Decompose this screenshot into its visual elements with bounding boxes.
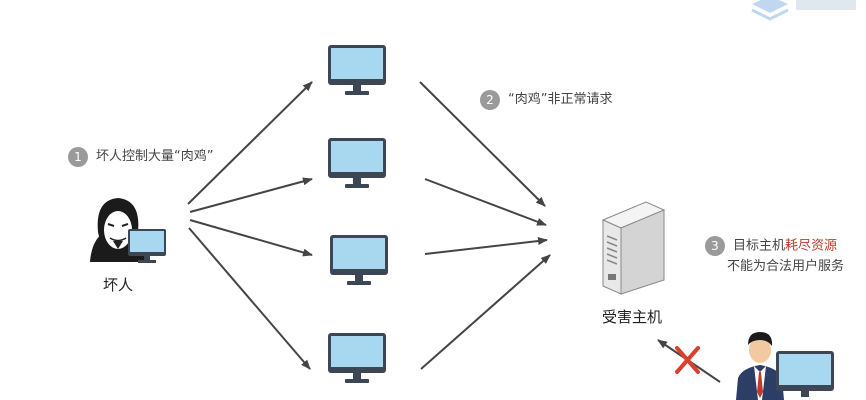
blocked-x-icon	[675, 346, 700, 374]
monitor-icon	[328, 333, 386, 383]
arrow-attacker-zombie-1	[187, 81, 313, 205]
target-label: 受害主机	[602, 308, 663, 326]
monitor-icon	[330, 235, 388, 285]
arrow-zombie-4-server	[420, 254, 551, 370]
monitor-icon	[776, 351, 834, 397]
arrow-attacker-zombie-4	[188, 227, 311, 370]
attack-arrows	[187, 81, 313, 370]
arrow-attacker-zombie-3	[189, 219, 313, 257]
step-1-label: 1 坏人控制大量“肉鸡”	[68, 145, 213, 167]
arrow-zombie-2-server	[424, 178, 547, 226]
arrow-attacker-zombie-2	[189, 177, 313, 213]
attacker-label: 坏人	[103, 276, 134, 294]
monitor-icon	[328, 138, 386, 188]
step-3-text-highlight: 耗尽资源	[785, 238, 838, 254]
monitor-icon	[328, 45, 386, 95]
zombie-computers	[328, 45, 388, 383]
request-arrows	[419, 81, 551, 370]
step-3-text-line2: 不能为合法用户服务	[727, 258, 845, 274]
arrow-zombie-1-server	[419, 81, 546, 207]
step-1-text: 坏人控制大量“肉鸡”	[96, 149, 214, 164]
step-1-badge: 1	[68, 146, 88, 167]
step-2-badge: 2	[480, 89, 500, 110]
step-2-text: “肉鸡”非正常请求	[508, 92, 613, 107]
step-3-label: 3 目标主机耗尽资源 不能为合法用户服务	[705, 236, 844, 277]
logo-icon	[751, 0, 856, 21]
step-3-text-prefix: 目标主机	[733, 238, 786, 254]
server-icon	[601, 201, 666, 295]
step-3-badge: 3	[705, 236, 725, 256]
monitor-icon	[128, 229, 166, 263]
user-icon	[736, 332, 784, 400]
arrow-zombie-3-server	[424, 237, 548, 255]
step-2-label: 2 “肉鸡”非正常请求	[480, 88, 612, 110]
